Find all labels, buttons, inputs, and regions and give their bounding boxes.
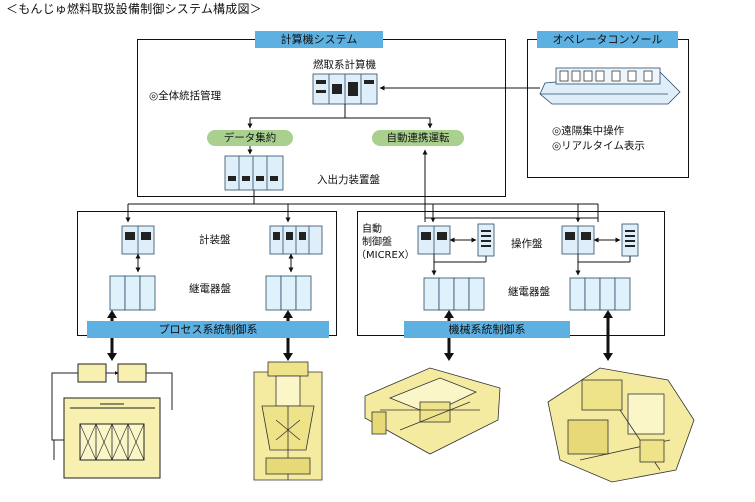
operator-console-header: オペレータコンソール [537,31,678,48]
machine-relay-panel-2-icon [569,277,631,311]
fuel-transfer-machine-icon [364,367,501,455]
machine-relay-panel-1-icon [423,277,485,311]
instrument-panel-label: 計装盤 [199,234,231,246]
auto-control-panel-1-icon [417,225,451,255]
process-control-bar: プロセス系統制御系 [87,321,329,338]
auto-control-panel-label-1: 自動 [362,224,382,235]
process-relay-panel-1-icon [109,275,156,311]
instrument-panel-2-icon [269,225,323,255]
data-aggregation-pill: データ集約 [207,130,293,146]
process-relay-panel-2-icon [265,275,312,311]
operator-console-icon [539,67,681,105]
diagram-title: ＜もんじゅ燃料取扱設備制御システム構成図＞ [6,2,262,16]
fuel-exchange-machine-icon [547,367,695,483]
process-relay-panel-label: 継電器盤 [189,283,231,295]
operation-panel-label: 操作盤 [511,238,543,250]
fuel-computer-label: 燃取系計算機 [313,59,376,71]
instrument-panel-1-icon [121,225,155,255]
auto-control-panel-label-2: 制御盤 [362,237,392,248]
overall-management-label: ◎全体統括管理 [149,90,222,102]
realtime-display-label: ◎リアルタイム表示 [552,140,645,152]
remote-operation-label: ◎遠隔集中操作 [552,125,625,137]
auto-control-panel-2-icon [561,225,595,255]
reactor-vessel-schematic-icon [51,363,173,479]
operation-panel-2-icon [621,223,639,257]
fuel-computer-icon [312,73,378,105]
operation-panel-1-icon [477,223,495,257]
machine-relay-panel-label: 継電器盤 [508,286,550,298]
io-panel-label: 入出力装置盤 [317,174,380,186]
computer-system-header: 計算機システム [255,31,383,48]
io-panel-icon [224,155,284,191]
auto-control-panel-label-3: （MICREX） [356,250,415,261]
fuel-handling-machine-icon [253,361,323,481]
machine-control-bar: 機械系統制御系 [404,321,570,338]
machine-control-box [357,211,665,336]
auto-interlock-pill: 自動連携運転 [372,130,464,146]
